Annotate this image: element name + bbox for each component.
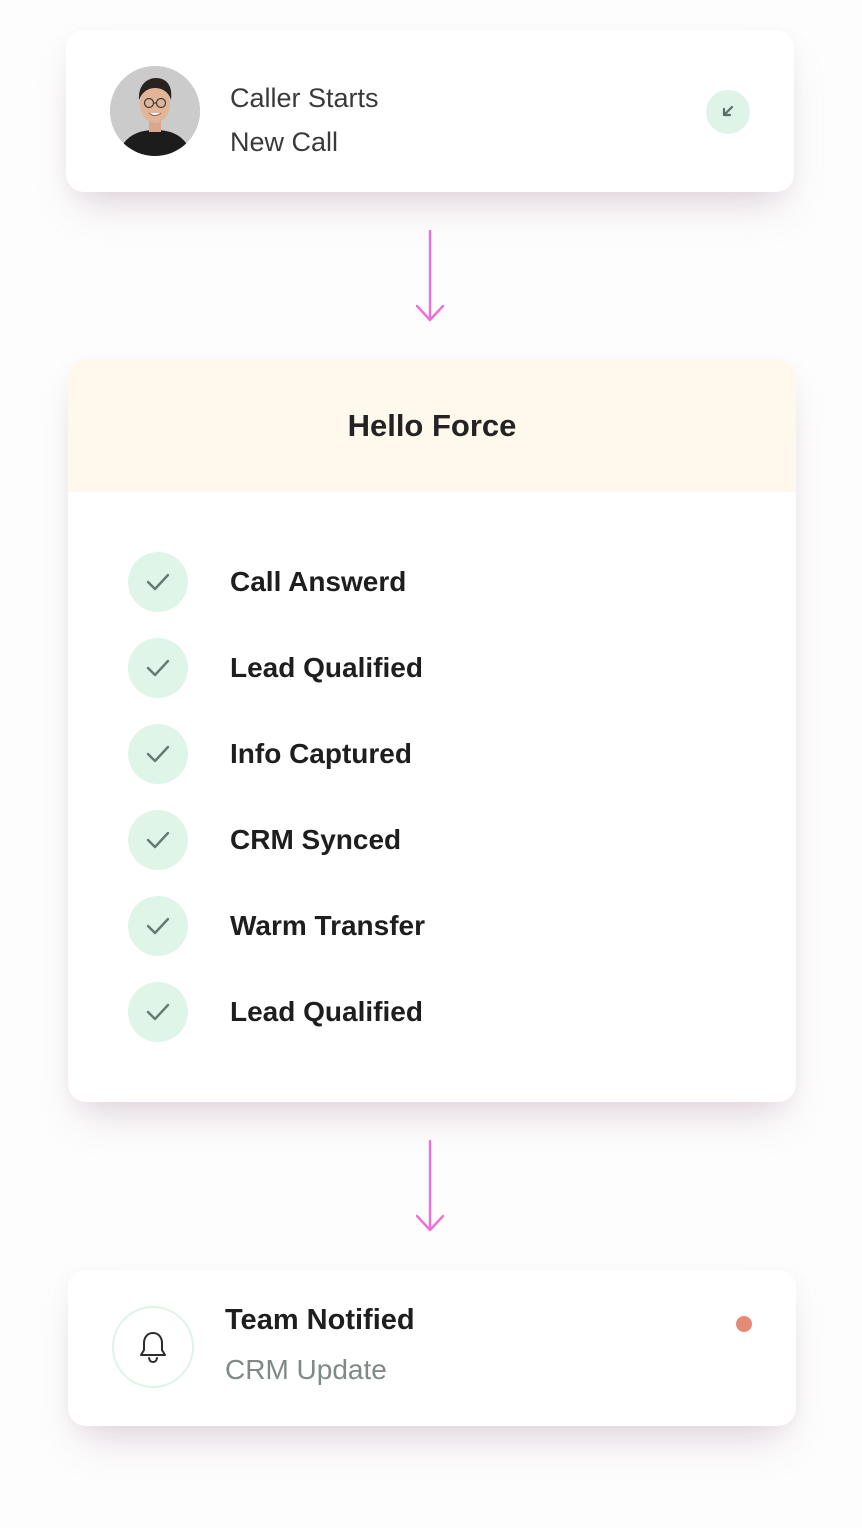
check-icon [146, 1003, 170, 1021]
check-icon [146, 917, 170, 935]
caller-card: Caller Starts New Call [66, 30, 794, 192]
step-item: Call Answerd [128, 552, 748, 612]
arrow-down-left-icon [722, 105, 734, 117]
caller-title: Caller Starts New Call [230, 76, 379, 164]
check-icon [146, 831, 170, 849]
bell-circle [112, 1306, 194, 1388]
step-list: Call Answerd Lead Qualified Info Capture… [128, 552, 748, 1068]
step-item: CRM Synced [128, 810, 748, 870]
check-icon [146, 745, 170, 763]
step-label: Warm Transfer [230, 910, 426, 941]
check-circle [128, 724, 188, 784]
notify-title: Team Notified [225, 1304, 415, 1336]
step-label: CRM Synced [230, 824, 402, 855]
step-label: Call Answerd [230, 566, 407, 597]
step-label: Info Captured [230, 738, 412, 769]
connector-arrow [415, 1140, 445, 1232]
caller-avatar [110, 66, 200, 156]
step-item: Warm Transfer [128, 896, 748, 956]
check-icon [146, 573, 170, 591]
incoming-call-badge [706, 90, 750, 134]
step-item: Info Captured [128, 724, 748, 784]
check-circle [128, 982, 188, 1042]
notify-subtitle: CRM Update [225, 1354, 387, 1385]
check-circle [128, 810, 188, 870]
caller-title-line1: Caller Starts [230, 83, 379, 113]
step-label: Lead Qualified [230, 996, 423, 1027]
process-title: Hello Force [347, 408, 517, 443]
process-card: Hello Force Call Answerd Lead Qualified … [68, 360, 796, 1102]
step-label: Lead Qualified [230, 652, 423, 683]
step-item: Lead Qualified [128, 638, 748, 698]
notification-card: Team Notified CRM Update [68, 1270, 796, 1426]
check-circle [128, 552, 188, 612]
step-item: Lead Qualified [128, 982, 748, 1042]
process-header: Hello Force [68, 360, 796, 492]
check-circle [128, 896, 188, 956]
caller-title-line2: New Call [230, 127, 339, 157]
check-circle [128, 638, 188, 698]
status-dot [736, 1316, 752, 1332]
check-icon [146, 659, 170, 677]
bell-icon [140, 1332, 166, 1364]
connector-arrow [415, 230, 445, 322]
